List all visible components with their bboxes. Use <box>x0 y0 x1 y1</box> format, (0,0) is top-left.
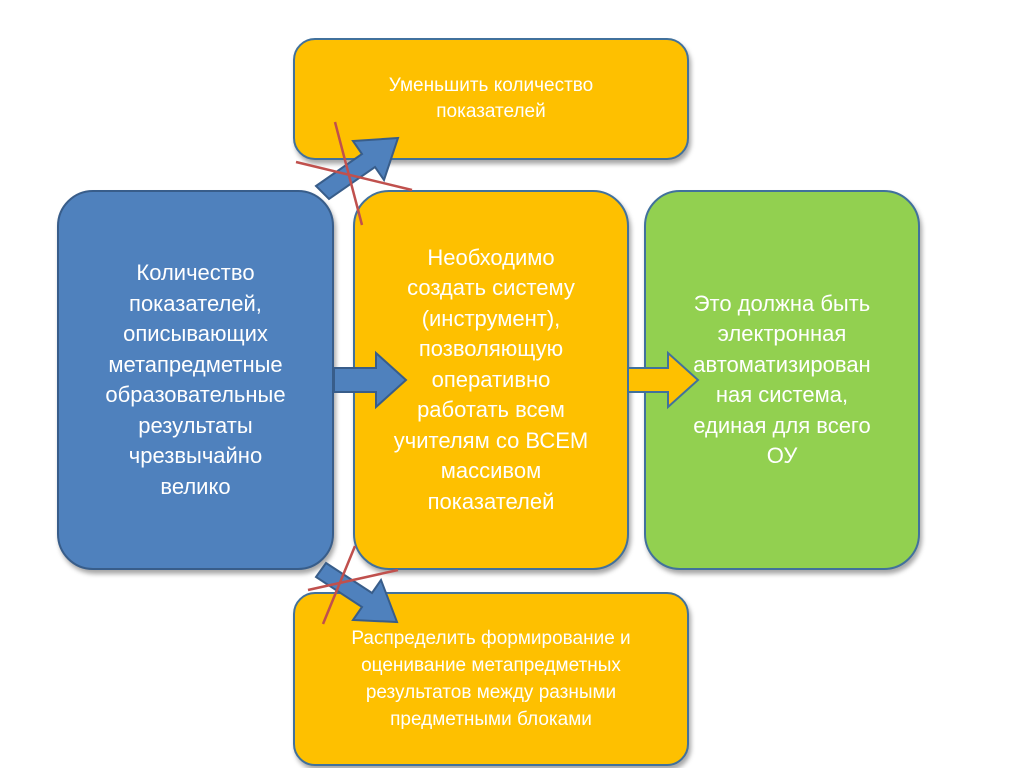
left-box-problem: Количество показателей, описывающих мета… <box>57 190 334 570</box>
right-box-text: Это должна быть электронная автоматизиро… <box>693 290 871 469</box>
center-box-system-needed: Необходимо создать систему (инструмент),… <box>353 190 629 570</box>
top-box-reduce-indicators: Уменьшить количество показателей <box>293 38 689 160</box>
bottom-box-distribute: Распределить формирование и оценивание м… <box>293 592 689 766</box>
left-box-text: Количество показателей, описывающих мета… <box>105 260 286 499</box>
right-box-electronic-system: Это должна быть электронная автоматизиро… <box>644 190 920 570</box>
bottom-box-text: Распределить формирование и оценивание м… <box>351 628 631 730</box>
center-box-text: Необходимо создать систему (инструмент),… <box>393 244 589 514</box>
top-box-text: Уменьшить количество показателей <box>388 75 594 122</box>
